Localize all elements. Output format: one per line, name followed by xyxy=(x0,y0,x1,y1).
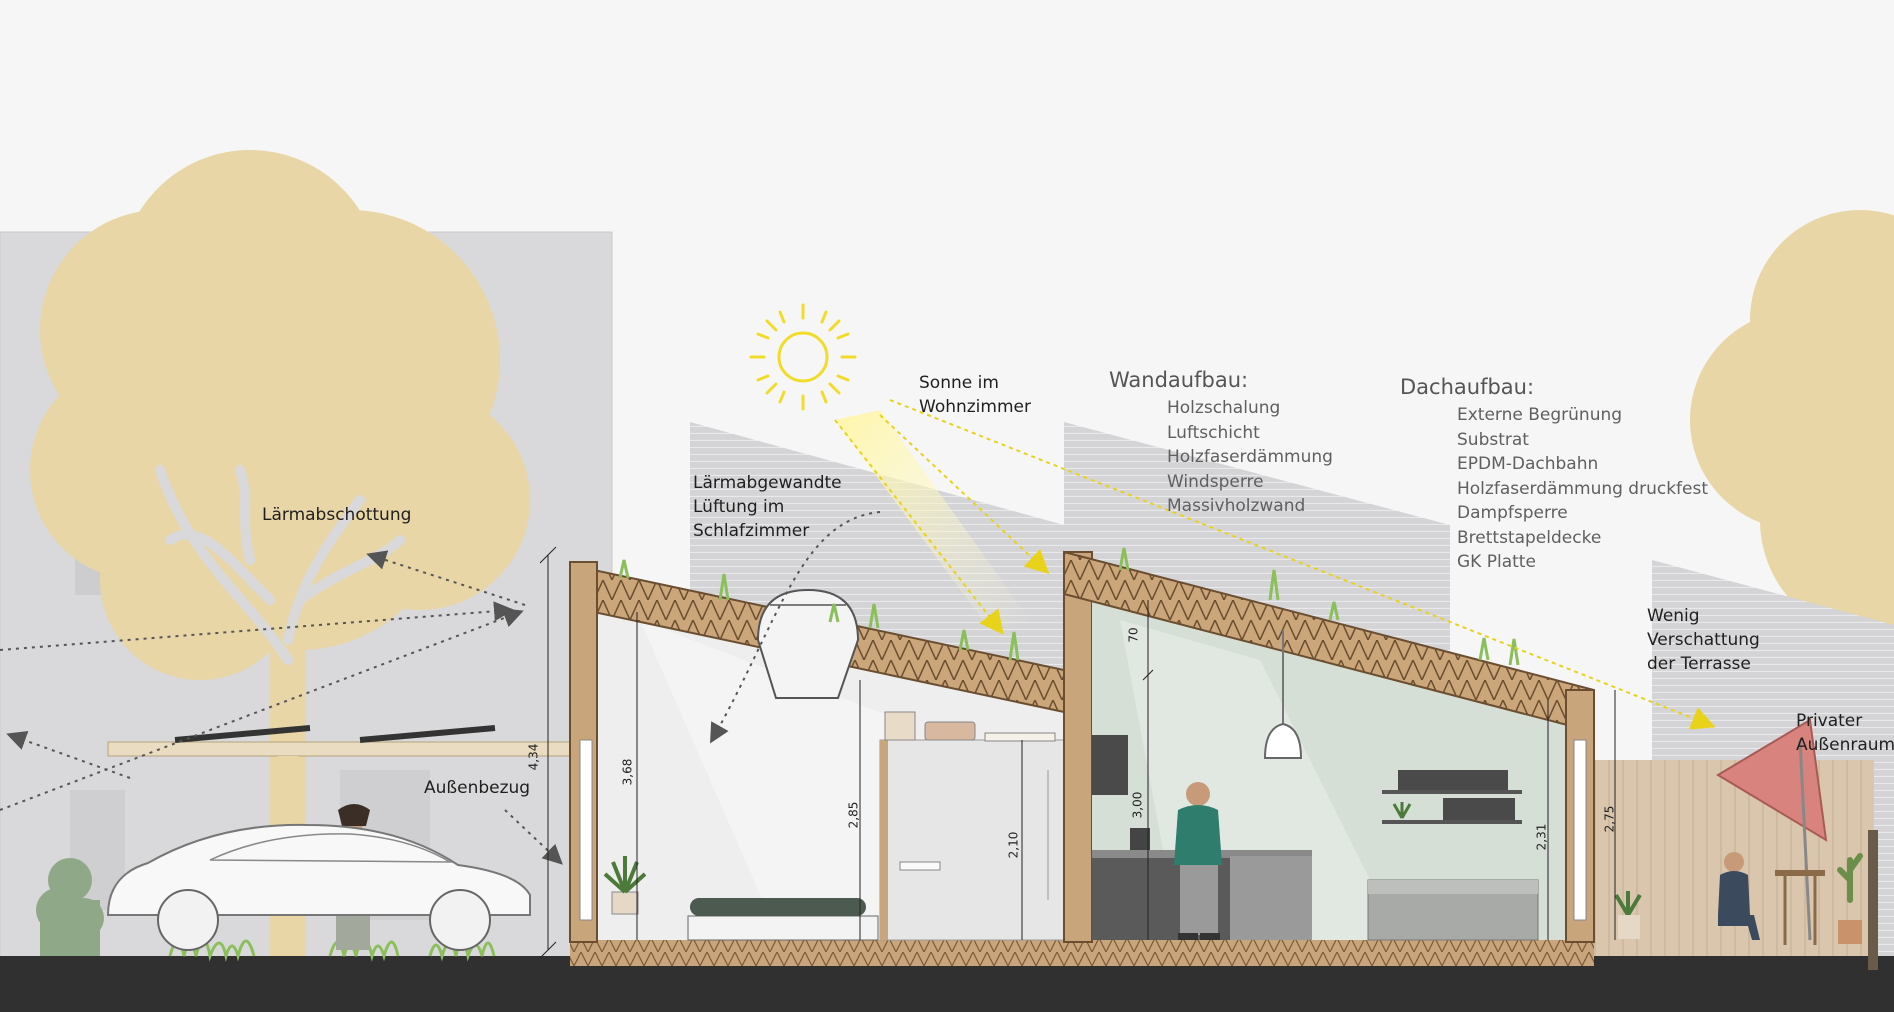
dach-layer-5: Dampfsperre xyxy=(1457,503,1568,523)
label-lueftung: Lärmabgewandte Lüftung im Schlafzimmer xyxy=(693,471,842,543)
dim-living-70: 70 xyxy=(1126,627,1141,643)
person-kitchen xyxy=(1174,782,1222,940)
label-aussenraum-line2: Außenraum xyxy=(1796,735,1894,755)
label-verschattung: Wenig Verschattung der Terrasse xyxy=(1647,604,1760,676)
wand-layer-4: Windsperre xyxy=(1167,471,1264,492)
dim-overall-height: 4,34 xyxy=(526,743,541,771)
dach-layer-1: Externe Begrünung xyxy=(1457,405,1623,425)
wandaufbau-title: Wandaufbau: xyxy=(1109,368,1249,392)
sun-icon xyxy=(749,303,857,411)
dim-living-low: 2,31 xyxy=(1534,823,1549,851)
carport-roof xyxy=(107,741,579,757)
label-aussenraum-line1: Privater xyxy=(1796,711,1863,731)
dim-bath-height: 2,10 xyxy=(1006,831,1021,859)
label-aussenraum: Privater Außenraum xyxy=(1796,709,1894,757)
label-lueftung-line2: Lüftung im xyxy=(693,497,785,517)
bed xyxy=(687,915,879,941)
wand-layer-2: Luftschicht xyxy=(1167,422,1260,443)
dachaufbau-layers: Externe Begrünung Substrat EPDM-Dachbahn… xyxy=(1457,403,1708,575)
central-post xyxy=(1063,551,1093,943)
sun-beam xyxy=(835,410,1030,630)
tree-left xyxy=(30,150,530,960)
dach-layer-6: Brettstapeldecke xyxy=(1457,527,1602,548)
bush xyxy=(36,858,104,956)
wand-layer-5: Massivholzwand xyxy=(1167,496,1306,516)
label-lueftung-line3: Schlafzimmer xyxy=(693,521,810,541)
dach-layer-2: Substrat xyxy=(1457,429,1529,450)
label-aussenbezug: Außenbezug xyxy=(424,778,531,798)
dach-layer-4: Holzfaserdämmung druckfest xyxy=(1457,478,1709,499)
label-laermabschottung: Lärmabschottung xyxy=(262,505,412,525)
umbrella xyxy=(1716,718,1828,941)
dach-layer-7: GK Platte xyxy=(1457,552,1536,572)
car xyxy=(106,823,531,951)
label-sonne-line1: Sonne im xyxy=(919,373,999,393)
bath-room xyxy=(879,739,1065,941)
label-sonne-line2: Wohnzimmer xyxy=(919,397,1031,417)
label-verschattung-line2: Verschattung xyxy=(1647,630,1760,650)
tree-right xyxy=(1690,210,1894,640)
person-terrace xyxy=(1718,852,1760,940)
dach-layer-3: EPDM-Dachbahn xyxy=(1457,454,1599,474)
label-verschattung-line1: Wenig xyxy=(1647,606,1700,626)
skylight xyxy=(756,588,860,699)
dim-bedroom-height: 3,68 xyxy=(620,758,635,786)
wandaufbau-layers: Holzschalung Luftschicht Holzfaserdämmun… xyxy=(1167,396,1333,519)
wand-layer-3: Holzfaserdämmung xyxy=(1167,447,1333,467)
dachaufbau-title: Dachaufbau: xyxy=(1400,375,1535,399)
floor-slab xyxy=(570,940,1594,966)
label-verschattung-line3: der Terrasse xyxy=(1647,654,1751,674)
dim-bath-upper: 2,85 xyxy=(846,801,861,829)
label-lueftung-line1: Lärmabgewandte xyxy=(693,473,842,493)
dim-living-height: 3,00 xyxy=(1130,791,1145,819)
wand-layer-1: Holzschalung xyxy=(1167,398,1281,418)
dim-terrace-height: 2,75 xyxy=(1602,805,1617,833)
label-sonne: Sonne im Wohnzimmer xyxy=(919,371,1031,419)
